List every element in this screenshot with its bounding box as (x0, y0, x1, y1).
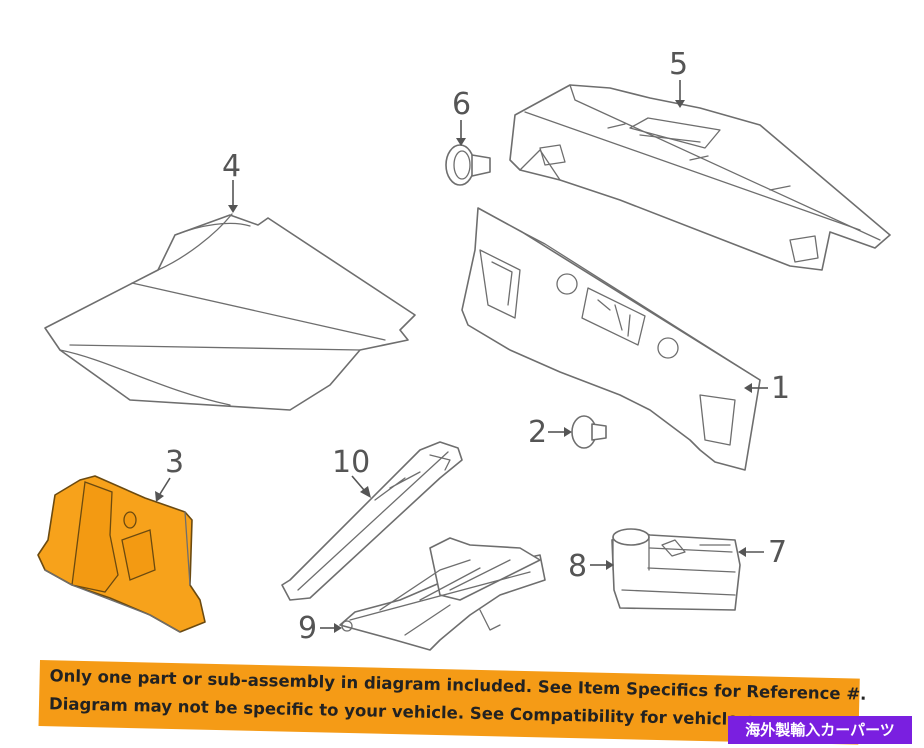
part-5-package-tray (509, 84, 891, 271)
callout-8: 8 (568, 549, 587, 584)
import-parts-badge: 海外製輸入カーパーツ (728, 716, 912, 744)
part-10-jack-handle (281, 441, 463, 601)
part-8-7-inflator-kit (611, 528, 741, 611)
callout-9: 9 (298, 611, 317, 646)
callout-4: 4 (222, 149, 241, 184)
callout-3: 3 (165, 445, 184, 480)
part-3-wheelhouse-trim (37, 475, 206, 633)
part-4-trunk-mat (44, 213, 416, 411)
callout-6: 6 (452, 87, 471, 122)
callout-7: 7 (768, 535, 787, 570)
callout-2: 2 (528, 415, 547, 450)
leader-lines (155, 80, 768, 633)
part-9-scissor-jack (339, 537, 546, 651)
callout-10: 10 (332, 445, 370, 480)
callout-1: 1 (771, 371, 790, 406)
notice-line-2: Diagram may not be specific to your vehi… (48, 694, 789, 730)
callout-5: 5 (669, 47, 688, 82)
part-2-clip (571, 415, 607, 449)
part-6-clip (445, 144, 491, 186)
part-1-trim-panel (461, 207, 761, 471)
